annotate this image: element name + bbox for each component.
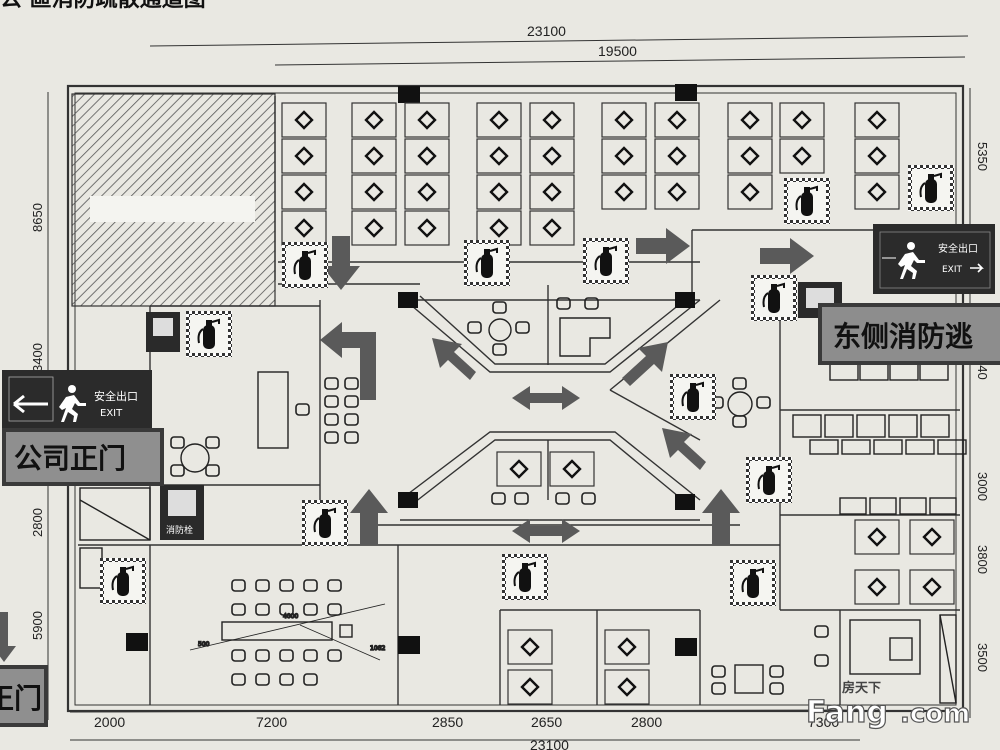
dim-bottom-3: 2850 — [432, 714, 463, 730]
dim-right-4: 3800 — [975, 545, 990, 574]
hydrant-label: 消防栓 — [166, 524, 193, 536]
arrow-right-2 — [760, 238, 814, 274]
hatched-block — [71, 93, 276, 307]
right-furniture — [506, 361, 967, 706]
arrow-turn — [320, 322, 376, 400]
arrow-left-icon — [13, 394, 48, 414]
dim-left-3: 2800 — [30, 508, 45, 537]
arrow-up-1 — [350, 489, 388, 545]
extinguisher-icon — [729, 559, 777, 607]
east-escape-label: 东侧消防逃 — [818, 303, 1000, 365]
dim-bottom-1: 2000 — [94, 714, 125, 730]
left-cut-label: 正门 — [0, 612, 48, 727]
right-exit-sign: 安全出口 EXIT — [873, 224, 995, 294]
meeting-note-1: 4000 — [283, 613, 298, 620]
watermark-cn: 房天下 — [842, 680, 881, 696]
extinguisher-icon — [783, 177, 831, 225]
bottom-dimensions: 2000 7200 2850 2650 2800 7300 23100 — [69, 709, 861, 750]
arrow-down-icon — [0, 612, 16, 662]
dim-left-4: 5900 — [30, 611, 45, 640]
running-man-icon — [59, 385, 86, 422]
arrow-up-2 — [702, 489, 740, 545]
extinguisher-icon — [582, 237, 630, 285]
arrow-diag-2 — [622, 342, 668, 386]
dim-bottom-5: 2800 — [631, 714, 662, 730]
arrow-diag-1 — [432, 338, 476, 380]
dim-bottom-total: 23100 — [530, 737, 569, 750]
watermark-suffix: .com — [900, 699, 970, 729]
main-entrance-text: 公司正门 — [14, 442, 126, 475]
main-entrance-label: 公司正门 — [2, 428, 164, 486]
arrow-right-icon — [970, 263, 984, 273]
right-exit-en: EXIT — [942, 265, 963, 275]
central-furniture — [467, 297, 611, 505]
top-dimensions: 23100 19500 — [149, 23, 969, 66]
extinguisher-icon — [501, 553, 549, 601]
arrow-horiz-2 — [512, 519, 580, 543]
arrow-horiz-1 — [512, 386, 580, 410]
dim-bottom-4: 2650 — [531, 714, 562, 730]
arrow-right-1 — [636, 228, 690, 264]
dim-right-5: 3500 — [975, 643, 990, 672]
dim-left-2: 3400 — [30, 343, 45, 372]
watermark: 房天下 Fang .com — [805, 680, 970, 731]
meeting-room: 4000 1062 500 — [189, 579, 386, 686]
meeting-note-2: 1062 — [370, 645, 385, 652]
dim-right-3: 3000 — [975, 472, 990, 501]
extinguisher-icon — [281, 241, 329, 289]
watermark-brand: Fang — [806, 695, 888, 730]
dim-bottom-2: 7200 — [256, 714, 287, 730]
extinguisher-icon — [463, 239, 511, 287]
extinguisher-icon — [745, 456, 793, 504]
lobby-furniture — [79, 371, 359, 589]
dim-top-total: 23100 — [527, 23, 566, 39]
left-exit-sign: 安全出口 EXIT — [2, 370, 152, 428]
dim-top-inner: 19500 — [598, 43, 637, 59]
meeting-note-3: 500 — [198, 641, 210, 648]
right-dimensions: 5350 540 3000 3800 3500 — [969, 88, 990, 718]
columns — [126, 84, 697, 656]
header-fragment: 公 區消防疏散通道图 — [0, 0, 206, 12]
extinguisher-icon — [99, 557, 147, 605]
left-exit-en: EXIT — [100, 408, 123, 419]
left-cut-text: 正门 — [0, 682, 42, 715]
left-exit-cn: 安全出口 — [94, 389, 138, 403]
extinguisher-icon — [301, 499, 349, 547]
dim-bottom-6: 7300 — [808, 714, 839, 730]
extinguisher-icon — [907, 164, 955, 212]
arrow-diag-3 — [662, 428, 706, 470]
dim-right-1: 5350 — [975, 142, 990, 171]
extinguisher-icon — [185, 310, 233, 358]
running-man-icon — [898, 242, 925, 279]
evacuation-arrows — [320, 228, 814, 545]
east-escape-text: 东侧消防逃 — [833, 320, 973, 353]
dim-left-1: 8650 — [30, 203, 45, 232]
extinguisher-icon — [669, 373, 717, 421]
extinguisher-icon — [750, 274, 798, 322]
right-exit-cn: 安全出口 — [938, 242, 978, 255]
arrow-down-1 — [322, 236, 360, 290]
